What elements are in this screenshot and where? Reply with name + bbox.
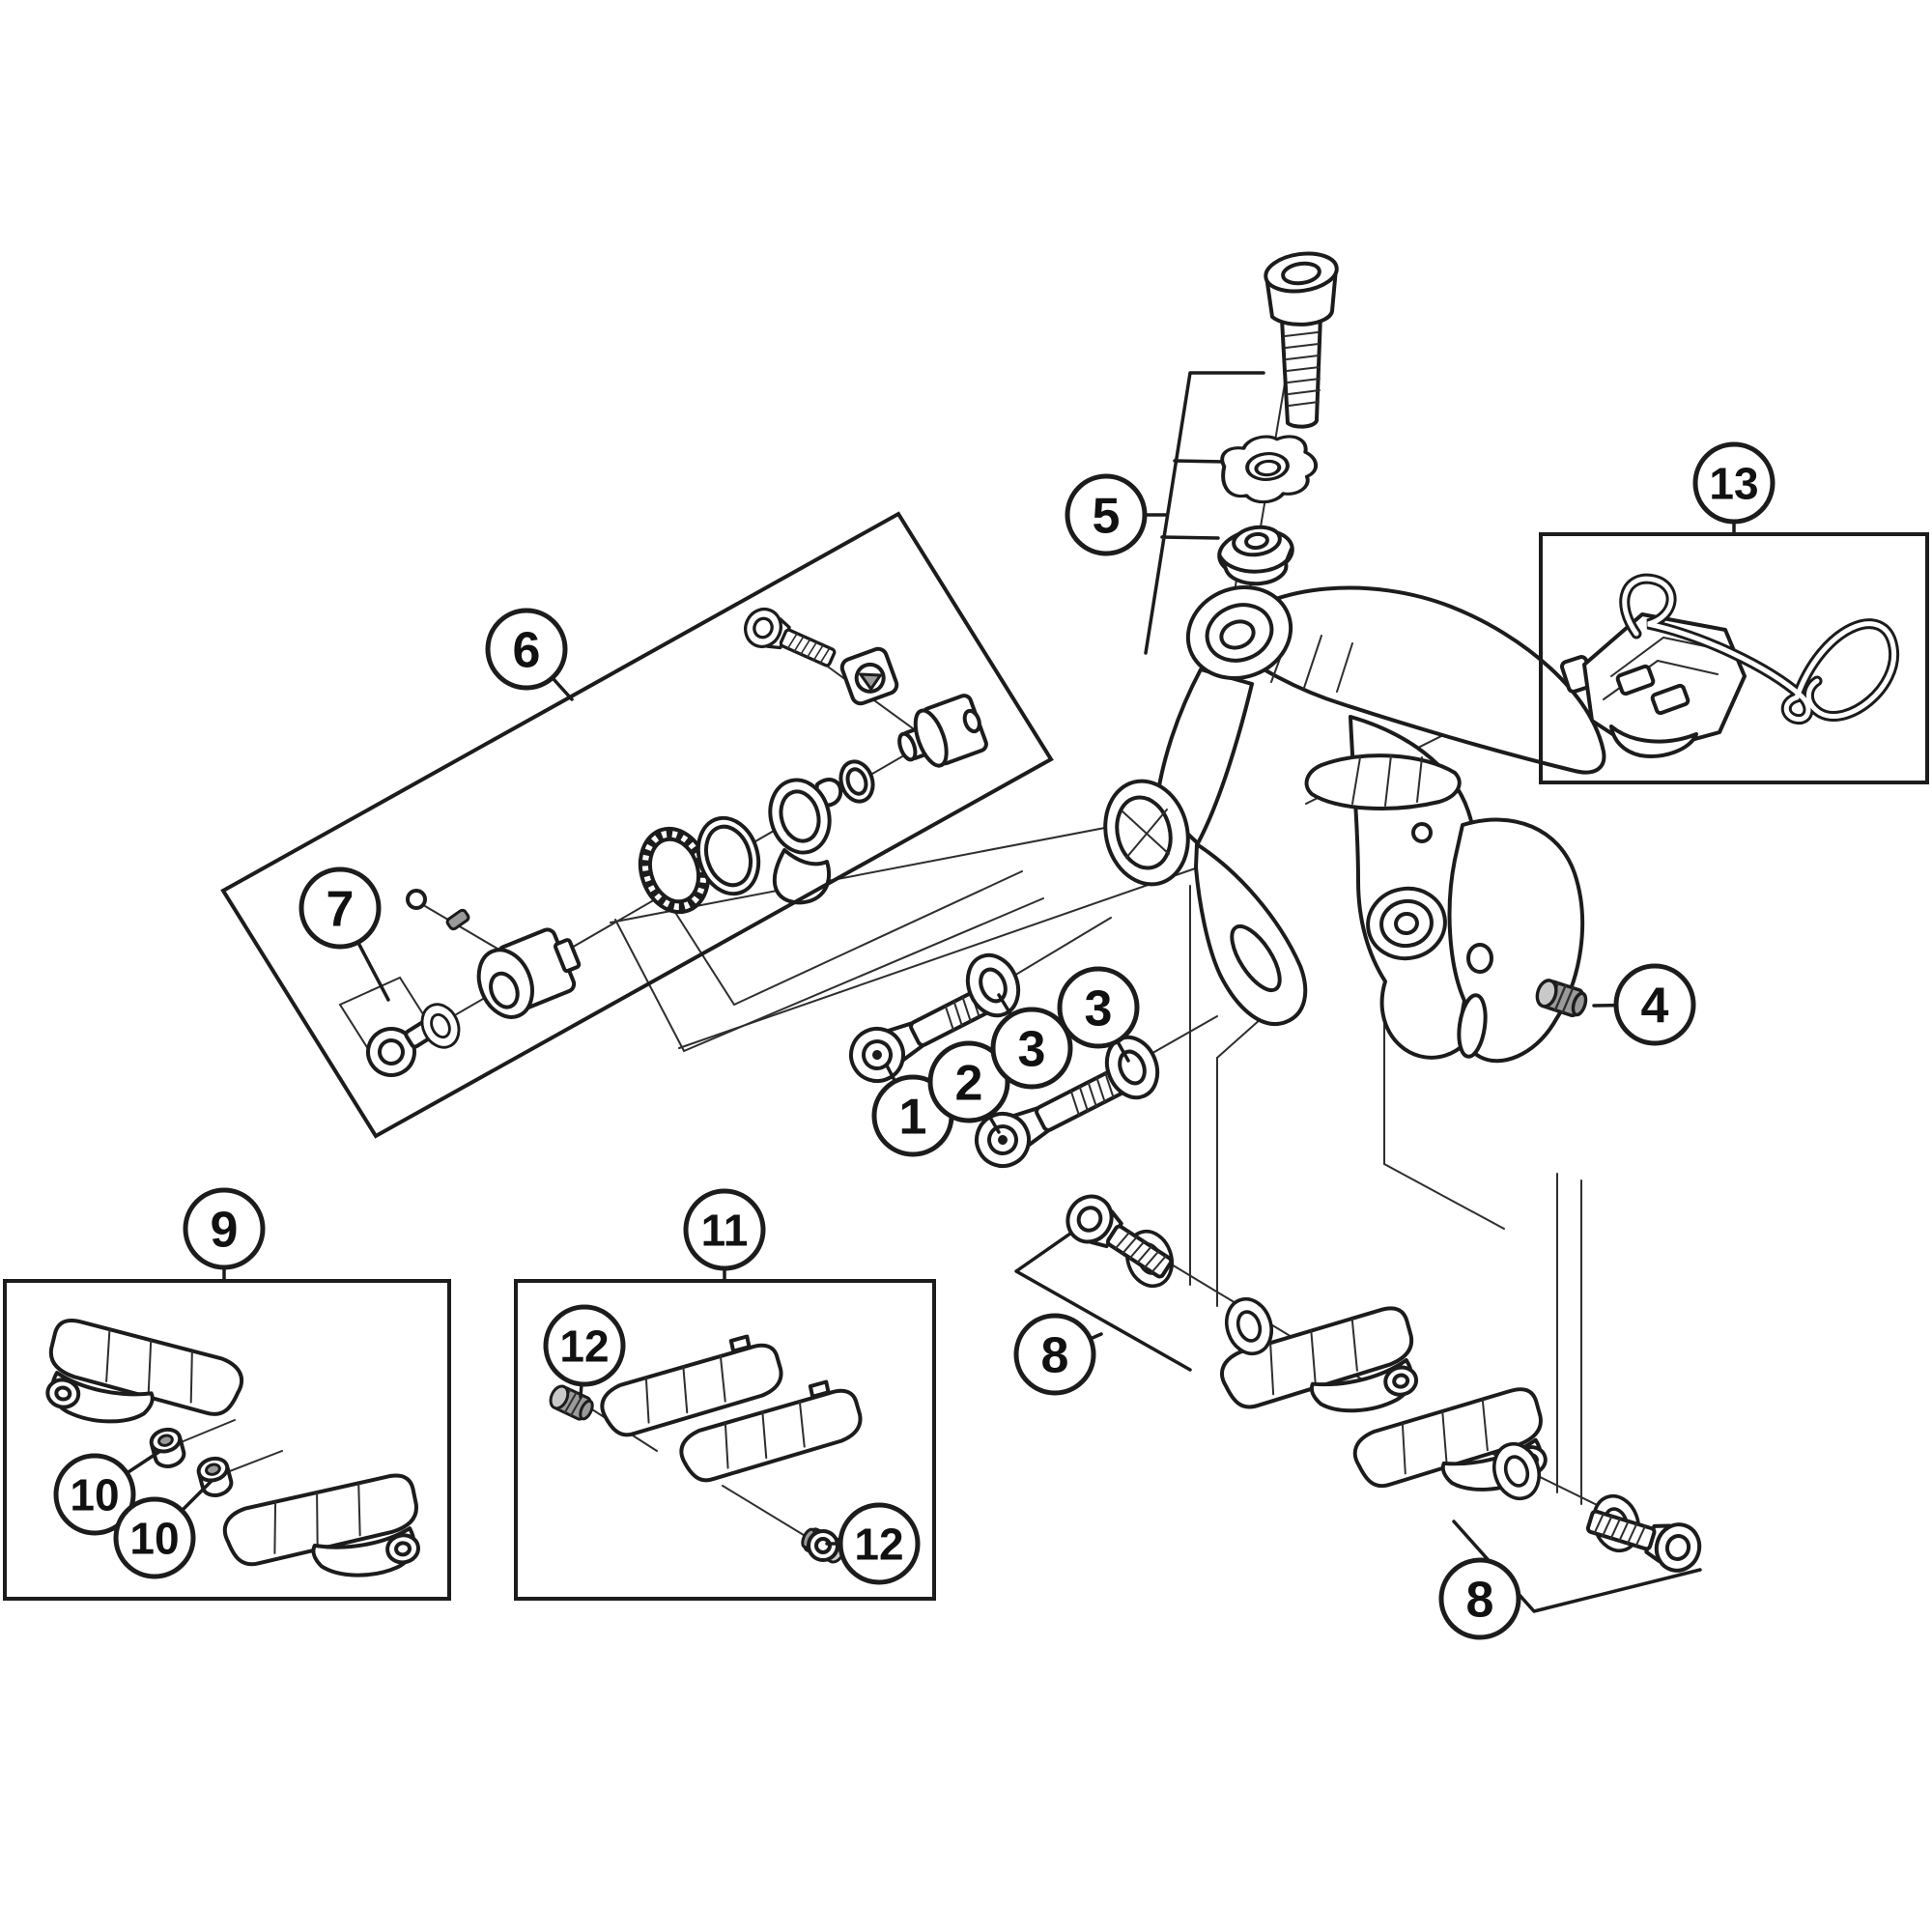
pad-screw-12	[546, 1381, 598, 1425]
cable-guide-unit	[1559, 612, 1747, 758]
callout-circle	[838, 1502, 921, 1585]
callout-7: 7	[298, 867, 390, 1002]
callout-number: 10	[70, 1470, 119, 1520]
pad-screw-socket	[814, 1537, 832, 1554]
washer-7	[413, 997, 468, 1055]
callout-number: 1	[899, 1090, 927, 1146]
callout-circle	[485, 608, 568, 691]
mount-clamp-plate	[1447, 817, 1585, 1064]
callout-circle	[1065, 473, 1148, 556]
callout-circle	[298, 867, 382, 950]
callout-number: 9	[211, 1203, 239, 1259]
adjuster-unit-group	[366, 602, 988, 1077]
callout-circle	[53, 1453, 136, 1536]
callout-number: 6	[513, 623, 541, 679]
callout-12: 12	[543, 1304, 626, 1399]
square-nut-plate	[839, 646, 899, 706]
installed-brake-shoe	[1304, 753, 1462, 843]
upper-pivot-boss	[1185, 584, 1293, 681]
callout-5: 5	[1065, 473, 1169, 556]
callout-12: 12	[825, 1502, 921, 1585]
brake-shoe-left	[38, 1315, 249, 1447]
callout-3: 3	[990, 993, 1073, 1090]
callout-number: 2	[955, 1056, 983, 1112]
callout-10: 10	[53, 1449, 162, 1536]
callout-circle	[543, 1304, 626, 1387]
callout-2: 2	[927, 1040, 1010, 1134]
callout-8: 8	[1438, 1557, 1521, 1640]
callout-circle	[683, 1188, 766, 1271]
pad-fixing-group-bottom	[1347, 1383, 1708, 1578]
group-6-box	[220, 511, 1054, 1139]
return-spring-wire	[1619, 573, 1900, 725]
callout-number: 5	[1093, 489, 1121, 545]
callout-number: 12	[559, 1321, 609, 1372]
callout-number: 7	[327, 882, 355, 938]
steel-ball	[406, 889, 427, 910]
pad-fixing-group-top	[1057, 1185, 1427, 1440]
callout-11: 11	[683, 1188, 766, 1283]
fixing-nut-10	[147, 1424, 188, 1472]
callout-number: 8	[1466, 1573, 1494, 1629]
caliper-body	[1103, 584, 1606, 1064]
callout-number: 8	[1041, 1328, 1069, 1384]
left-arm-lower-branch	[1194, 842, 1308, 1026]
small-o-ring	[838, 759, 875, 804]
callout-number: 11	[701, 1206, 749, 1256]
callout-circle	[927, 1040, 1010, 1123]
callout-8: 8	[1013, 1313, 1103, 1396]
callout-circle	[1013, 1313, 1096, 1396]
callout-9: 9	[183, 1187, 266, 1283]
cable-fixing-bolt	[737, 602, 841, 678]
fixing-screw-7	[366, 1019, 436, 1077]
spacer-ring	[696, 815, 761, 896]
cone-spring-washer	[1217, 525, 1294, 586]
group-9-box	[3, 1279, 451, 1601]
callout-circle	[1438, 1557, 1521, 1640]
star-adjusting-nut	[1220, 435, 1319, 504]
left-arm-tube	[1103, 779, 1190, 887]
callout-3: 3	[1057, 966, 1140, 1063]
callout-10: 10	[113, 1479, 213, 1579]
callout-number: 13	[1709, 459, 1758, 509]
callout-circle	[183, 1187, 266, 1270]
callout-4: 4	[1592, 963, 1696, 1046]
callout-6: 6	[485, 608, 574, 701]
cable-guide-group	[1559, 573, 1900, 758]
brake-shoe-right	[218, 1470, 427, 1596]
callout-13: 13	[1692, 441, 1776, 536]
spring-pin	[445, 908, 470, 931]
callout-circle	[1692, 441, 1776, 525]
callout-circle	[113, 1496, 196, 1579]
callout-number: 4	[1641, 979, 1669, 1035]
mounting-bolt	[1264, 251, 1339, 429]
callout-number: 12	[854, 1520, 903, 1570]
callout-number: 3	[1018, 1022, 1046, 1078]
callout-number: 10	[129, 1514, 179, 1564]
callout-circle	[1057, 966, 1140, 1049]
callout-circle	[1613, 963, 1696, 1046]
cable-anchor-cylinder	[897, 694, 988, 768]
callout-circle	[990, 1007, 1073, 1090]
callout-number: 3	[1085, 981, 1113, 1037]
pivot-axle-barrel	[476, 927, 582, 1019]
